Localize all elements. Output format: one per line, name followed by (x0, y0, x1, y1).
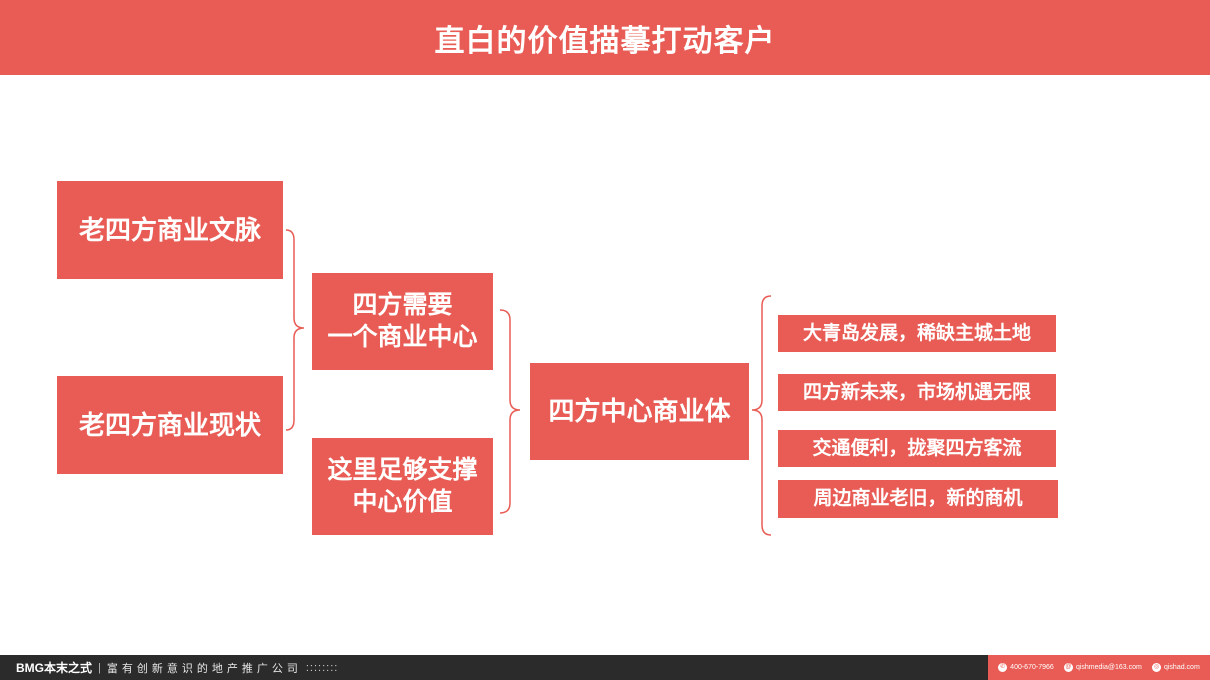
node-center-commercial: 四方中心商业体 (530, 363, 749, 460)
header-bar: 直白的价值描摹打动客户 (0, 0, 1210, 75)
brand-logo: BMG本末之式 (16, 661, 92, 675)
node-label: 四方中心商业体 (548, 396, 731, 427)
node-label-line1: 这里足够支撑 (327, 456, 478, 485)
node-label-line2: 一个商业中心 (327, 322, 478, 351)
node-label: 老四方商业文脉 (78, 214, 261, 245)
node-old-sifang-status: 老四方商业现状 (57, 376, 283, 474)
reason-label: 四方新未来，市场机遇无限 (802, 381, 1031, 403)
bracket-level2 (499, 309, 521, 514)
node-label: 老四方商业现状 (78, 409, 261, 440)
node-support-value: 这里足够支撑 中心价值 (312, 438, 493, 535)
footer-brand-area: BMG本末之式 | 富有创新意识的地产推广公司 :::::::: (0, 659, 338, 676)
reason-label: 大青岛发展，稀缺主城土地 (802, 322, 1031, 344)
phone-number: 400-670-7966 (1010, 664, 1054, 671)
contact-website: ◎ qishad.com (1151, 663, 1200, 672)
reason-item: 大青岛发展，稀缺主城土地 (778, 315, 1056, 352)
footer-dots: :::::::: (305, 661, 339, 674)
bracket-reasons (751, 295, 772, 536)
contact-email: @ qishmedia@163.com (1063, 663, 1142, 672)
page-title: 直白的价值描摹打动客户 (434, 24, 776, 58)
brand-slogan: 富有创新意识的地产推广公司 (106, 662, 302, 675)
node-need-center: 四方需要 一个商业中心 (312, 273, 493, 370)
reason-item: 四方新未来，市场机遇无限 (778, 374, 1056, 411)
contact-phone: ✆ 400-670-7966 (998, 663, 1054, 672)
footer-contact-area: ✆ 400-670-7966 @ qishmedia@163.com ◎ qis… (988, 655, 1210, 680)
footer-bar: BMG本末之式 | 富有创新意识的地产推广公司 :::::::: ✆ 400-6… (0, 655, 1210, 680)
footer-divider: | (98, 661, 101, 674)
reason-item: 交通便利，拢聚四方客流 (778, 430, 1056, 467)
globe-icon: ◎ (1151, 663, 1161, 672)
reason-label: 周边商业老旧，新的商机 (813, 488, 1023, 510)
reason-label: 交通便利，拢聚四方客流 (812, 437, 1022, 459)
email-address: qishmedia@163.com (1075, 664, 1142, 671)
phone-icon: ✆ (998, 663, 1008, 672)
node-old-sifang-context: 老四方商业文脉 (57, 181, 283, 279)
node-label-line2: 中心价值 (352, 487, 453, 516)
node-label-line1: 四方需要 (352, 291, 453, 320)
bracket-level1 (285, 229, 305, 431)
website-url: qishad.com (1163, 664, 1200, 671)
reason-item: 周边商业老旧，新的商机 (778, 480, 1058, 518)
email-icon: @ (1063, 663, 1073, 672)
